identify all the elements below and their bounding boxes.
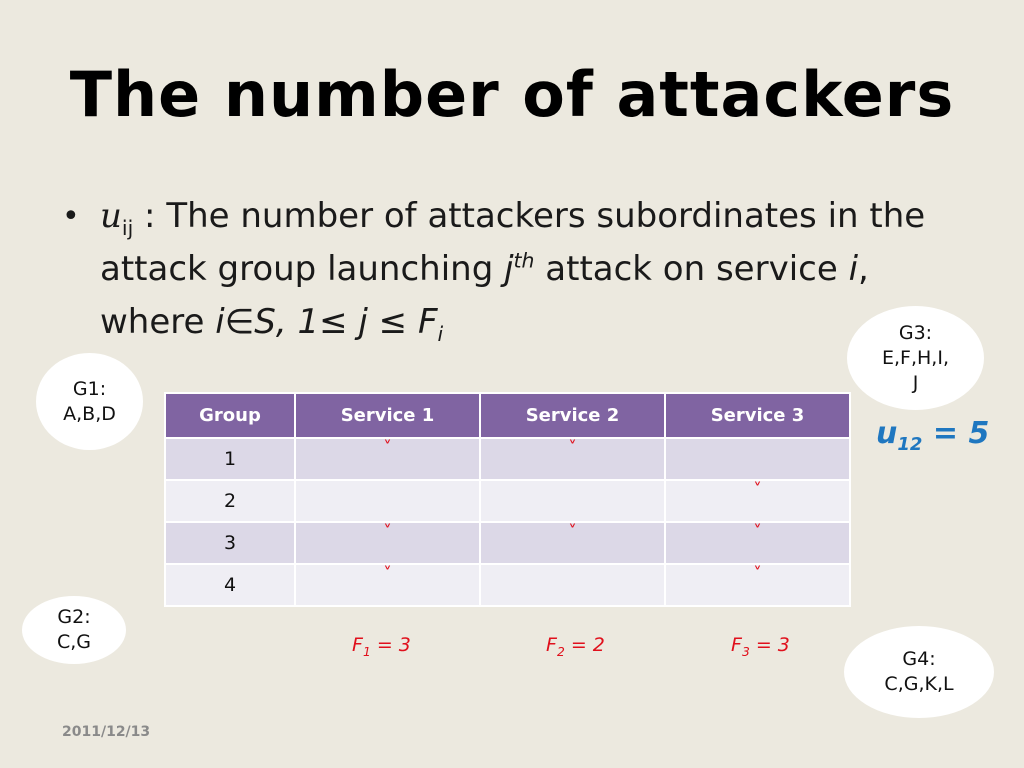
f-var: F bbox=[352, 634, 363, 656]
group-members: A,B,D bbox=[63, 402, 116, 425]
check-mark: ˅ bbox=[568, 522, 577, 542]
group-name: G2: bbox=[57, 606, 91, 628]
group-members: C,G bbox=[56, 631, 92, 653]
cell-service-2 bbox=[479, 563, 666, 607]
table-row: 2 ˅ bbox=[164, 479, 851, 523]
header-service-3: Service 3 bbox=[664, 392, 851, 439]
f1-value: F1 = 3 bbox=[352, 634, 411, 659]
cell-service-1 bbox=[294, 479, 481, 523]
group-members: C,G,K,L bbox=[884, 673, 954, 695]
cell-service-1: ˅ bbox=[294, 521, 481, 565]
check-mark: ˅ bbox=[383, 522, 392, 542]
slide-date: 2011/12/13 bbox=[62, 724, 151, 740]
var-j: j bbox=[504, 249, 514, 289]
bullet-dot: • bbox=[62, 199, 80, 234]
cell-service-3: ˅ bbox=[664, 521, 851, 565]
f-sub: 3 bbox=[741, 644, 750, 659]
bullet-definition: • uij : The number of attackers subordin… bbox=[62, 190, 932, 349]
condition: i∈S, 1≤ j ≤ F bbox=[215, 302, 438, 342]
check-mark: ˅ bbox=[383, 438, 392, 458]
check-mark: ˅ bbox=[753, 564, 762, 584]
table-row: 3 ˅ ˅ ˅ bbox=[164, 521, 851, 565]
cell-service-1: ˅ bbox=[294, 437, 481, 481]
service-table: Group Service 1 Service 2 Service 3 1 ˅ … bbox=[164, 392, 851, 607]
check-mark: ˅ bbox=[568, 438, 577, 458]
f-var: F bbox=[546, 634, 557, 656]
check-mark: ˅ bbox=[753, 480, 762, 500]
definition-part-2: attack on service bbox=[534, 249, 849, 289]
cell-service-2: ˅ bbox=[479, 437, 666, 481]
group-members-line2: J bbox=[912, 371, 919, 394]
bullet-text: uij : The number of attackers subordinat… bbox=[100, 190, 932, 349]
check-mark: ˅ bbox=[753, 522, 762, 542]
f-equals: = 3 bbox=[370, 634, 411, 656]
cell-service-3: ˅ bbox=[664, 479, 851, 523]
definition-part-3: , where bbox=[100, 249, 869, 342]
cell-group: 2 bbox=[164, 479, 296, 523]
var-u: u bbox=[100, 196, 122, 236]
u12-equals: = 5 bbox=[922, 416, 990, 451]
table-row: 4 ˅ ˅ bbox=[164, 563, 851, 607]
var-i: i bbox=[848, 249, 859, 289]
var-u-sub: ij bbox=[121, 215, 134, 240]
f-equals: = 2 bbox=[564, 634, 605, 656]
f-sub: 1 bbox=[362, 644, 371, 659]
definition-part-1: : The number of attackers subordinates i… bbox=[100, 196, 926, 289]
group-bubble-g4: G4: C,G,K,L bbox=[844, 626, 994, 718]
cell-group: 1 bbox=[164, 437, 296, 481]
cell-service-2 bbox=[479, 479, 666, 523]
f-var: F bbox=[731, 634, 742, 656]
u12-value: u12 = 5 bbox=[876, 416, 990, 454]
group-members-line1: E,F,H,I, bbox=[882, 346, 949, 369]
header-group: Group bbox=[164, 392, 296, 439]
group-bubble-g2: G2: C,G bbox=[22, 596, 126, 664]
group-bubble-g1: G1:A,B,D bbox=[36, 353, 143, 450]
u12-sub: 12 bbox=[897, 434, 923, 455]
var-j-sup: th bbox=[513, 248, 535, 273]
cell-group: 4 bbox=[164, 563, 296, 607]
slide-title: The number of attackers bbox=[69, 58, 955, 131]
cell-service-3 bbox=[664, 437, 851, 481]
cell-group: 3 bbox=[164, 521, 296, 565]
group-name: G3: bbox=[898, 321, 933, 344]
table-row: 1 ˅ ˅ bbox=[164, 437, 851, 481]
group-name: G1: bbox=[72, 377, 107, 400]
header-service-1: Service 1 bbox=[294, 392, 481, 439]
check-mark: ˅ bbox=[383, 564, 392, 584]
f-sub: 2 bbox=[556, 644, 565, 659]
condition-sub: i bbox=[437, 321, 444, 346]
header-service-2: Service 2 bbox=[479, 392, 666, 439]
f2-value: F2 = 2 bbox=[546, 634, 605, 659]
table-header-row: Group Service 1 Service 2 Service 3 bbox=[164, 392, 851, 439]
f3-value: F3 = 3 bbox=[731, 634, 790, 659]
cell-service-2: ˅ bbox=[479, 521, 666, 565]
group-name: G4: bbox=[902, 648, 936, 670]
group-bubble-g3: G3:E,F,H,I,J bbox=[847, 306, 984, 410]
cell-service-1: ˅ bbox=[294, 563, 481, 607]
f-equals: = 3 bbox=[749, 634, 790, 656]
cell-service-3: ˅ bbox=[664, 563, 851, 607]
u12-var: u bbox=[876, 416, 898, 451]
